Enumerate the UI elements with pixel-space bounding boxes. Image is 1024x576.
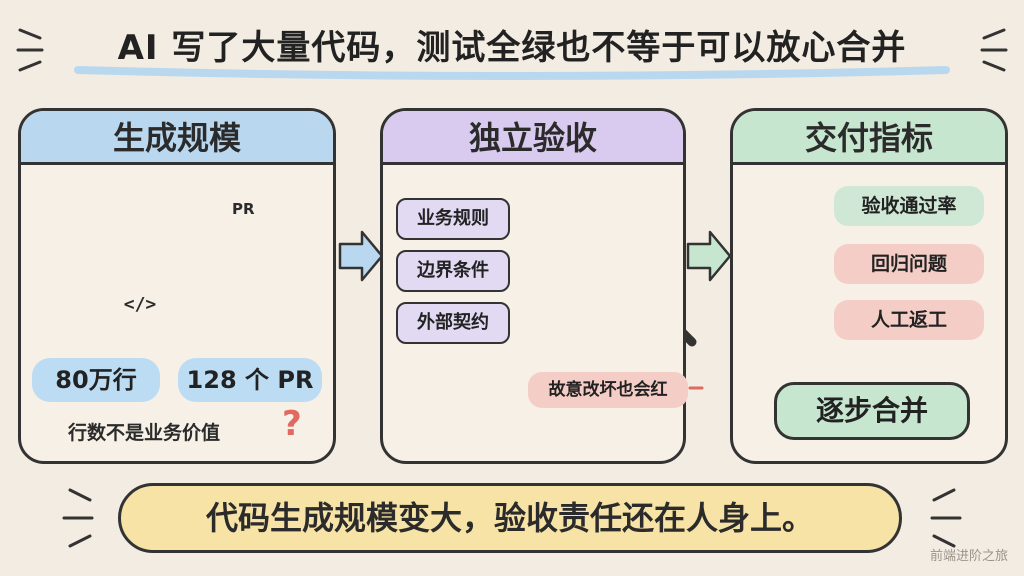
acceptance-result: 故意改坏也会红 <box>528 372 688 408</box>
title-underline <box>74 66 950 80</box>
arrow-accept-to-delivery-icon <box>686 230 732 282</box>
arrow-gen-to-accept-icon <box>338 230 384 282</box>
title-sparkle-left-icon <box>16 28 44 72</box>
panel-delivery-heading: 交付指标 <box>733 111 1005 165</box>
stat-prs: 128 个 PR <box>178 358 322 402</box>
stat-lines: 80万行 <box>32 358 160 402</box>
acceptance-input-business-rules: 业务规则 <box>396 198 510 240</box>
brand-watermark: 前端进阶之旅 <box>929 549 1008 564</box>
metric-rework: 人工返工 <box>834 300 984 340</box>
panel-generation: 生成规模 <box>18 108 336 464</box>
generation-note: 行数不是业务价值 <box>68 422 221 444</box>
page-title: AI 写了大量代码，测试全绿也不等于可以放心合并 <box>117 28 907 68</box>
acceptance-input-contract: 外部契约 <box>396 302 510 344</box>
question-mark-icon: ? <box>282 404 302 444</box>
footer-sparkle-right-icon <box>930 488 962 548</box>
footer-message: 代码生成规模变大，验收责任还在人身上。 <box>118 483 902 553</box>
pr-doc-label: PR <box>232 200 255 218</box>
code-tag-label: </> <box>123 294 157 315</box>
title-sparkle-right-icon <box>980 28 1008 72</box>
final-merge-step: 逐步合并 <box>774 382 970 440</box>
panel-acceptance-heading: 独立验收 <box>383 111 683 165</box>
panel-generation-heading: 生成规模 <box>21 111 333 165</box>
acceptance-input-boundary: 边界条件 <box>396 250 510 292</box>
footer-sparkle-left-icon <box>62 488 94 548</box>
metric-regression: 回归问题 <box>834 244 984 284</box>
metric-pass-rate: 验收通过率 <box>834 186 984 226</box>
